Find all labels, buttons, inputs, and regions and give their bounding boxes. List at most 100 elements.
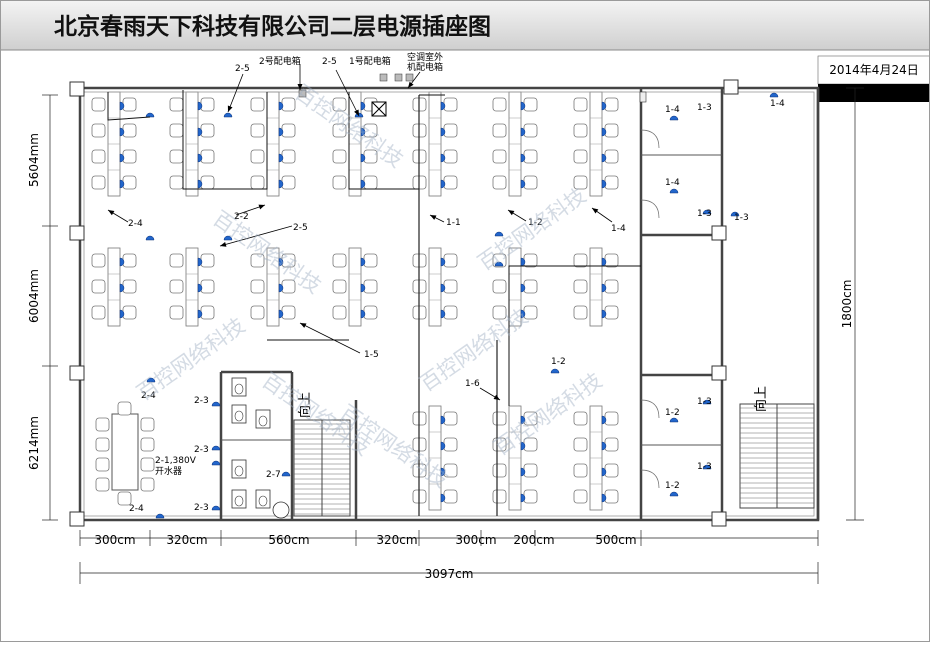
column (711, 511, 727, 527)
power-socket (494, 231, 504, 237)
office-chair (443, 123, 458, 138)
office-chair (140, 477, 155, 492)
office-chair (169, 279, 184, 294)
power-socket (278, 101, 284, 111)
power-socket (440, 415, 446, 425)
toilet-bowl (234, 383, 244, 395)
office-chair (200, 279, 215, 294)
office-chair (604, 123, 619, 138)
power-socket (119, 179, 125, 189)
office-chair (604, 149, 619, 164)
label-circuit: 1-2 (528, 218, 543, 228)
office-chair (200, 305, 215, 320)
office-chair (523, 279, 538, 294)
office-chair (443, 97, 458, 112)
office-chair (573, 411, 588, 426)
door-swing (640, 399, 660, 419)
office-chair (443, 149, 458, 164)
office-chair (122, 175, 137, 190)
office-chair (604, 411, 619, 426)
toilet-bowl (234, 465, 244, 477)
label-stairs-up: 向上 (753, 386, 769, 412)
office-chair (169, 97, 184, 112)
office-chair (250, 149, 265, 164)
dimension-height-label: 1800cm (840, 280, 854, 329)
meter-box-cross (371, 101, 387, 117)
power-socket (360, 309, 366, 319)
column (711, 365, 727, 381)
office-chair (492, 123, 507, 138)
office-chair (250, 175, 265, 190)
office-chair (443, 279, 458, 294)
leader-arrowhead (430, 215, 437, 220)
power-socket (550, 368, 560, 374)
office-chair (140, 457, 155, 472)
office-chair (200, 149, 215, 164)
label-circuit: 1-3 (697, 397, 712, 407)
office-chair (443, 489, 458, 504)
power-socket (360, 283, 366, 293)
office-chair (200, 97, 215, 112)
label-circuit: 2-3 (194, 445, 209, 455)
power-socket (360, 127, 366, 137)
power-socket (278, 153, 284, 163)
door-swing (640, 129, 660, 149)
power-socket (223, 235, 233, 241)
label-circuit: 1-3 (734, 213, 749, 223)
office-chair (122, 279, 137, 294)
door-jamb (639, 91, 647, 103)
label-circuit: 1-2 (551, 357, 566, 367)
leader-arrowhead (220, 241, 227, 247)
label-circuit: 1-5 (364, 350, 379, 360)
dimension-label: 300cm (94, 533, 135, 547)
office-chair (122, 253, 137, 268)
leader-line (335, 69, 360, 117)
power-socket (278, 309, 284, 319)
office-chair (281, 175, 296, 190)
office-chair (332, 253, 347, 268)
power-socket (119, 127, 125, 137)
label-circuit: 1-4 (611, 224, 626, 234)
label-circuit: 2-2 (234, 212, 249, 222)
power-socket (730, 211, 740, 217)
power-socket (601, 101, 607, 111)
label-circuit: 2-5 (322, 57, 337, 67)
label-circuit: 2-4 (141, 391, 156, 401)
label-water-heater-line2: 开水器 (155, 465, 182, 477)
power-socket (278, 127, 284, 137)
column (69, 511, 85, 527)
column (69, 365, 85, 381)
office-chair (604, 97, 619, 112)
office-chair (250, 279, 265, 294)
office-chair (604, 279, 619, 294)
office-chair (250, 123, 265, 138)
power-socket (145, 235, 155, 241)
office-chair (573, 437, 588, 452)
door-swing (640, 469, 660, 489)
label-box1: 1号配电箱 (349, 55, 391, 67)
power-socket (601, 415, 607, 425)
power-socket (155, 513, 165, 519)
office-chair (573, 97, 588, 112)
office-chair (492, 149, 507, 164)
office-chair (604, 175, 619, 190)
office-chair (604, 437, 619, 452)
desk-column (185, 247, 199, 327)
office-chair (91, 305, 106, 320)
office-chair (117, 401, 132, 416)
electric-box (379, 73, 388, 82)
column (69, 81, 85, 97)
desk-column (589, 247, 603, 327)
power-socket (197, 179, 203, 189)
label-circuit: 1-2 (665, 481, 680, 491)
power-socket (360, 179, 366, 189)
office-chair (523, 97, 538, 112)
label-circuit: 1-4 (665, 178, 680, 188)
office-chair (281, 123, 296, 138)
office-chair (250, 97, 265, 112)
office-chair (573, 123, 588, 138)
office-chair (443, 305, 458, 320)
leader-arrowhead (592, 208, 599, 214)
